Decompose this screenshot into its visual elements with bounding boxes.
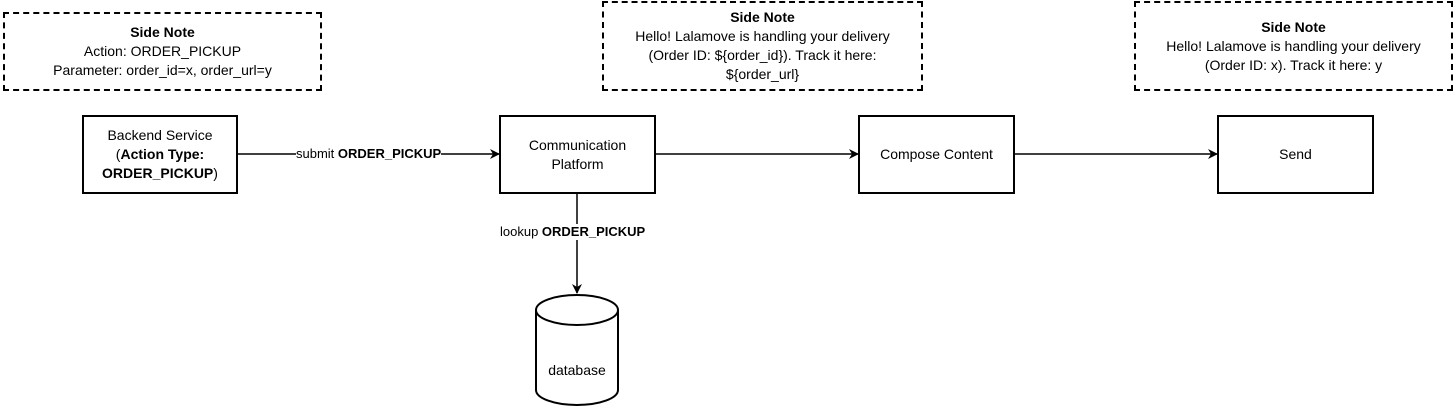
communication-platform-line-1: Communication [528, 136, 627, 153]
side-note-2-line-1: Hello! Lalamove is handling your deliver… [635, 28, 890, 44]
communication-platform-node: Communication Platform [499, 115, 656, 194]
side-note-3-line-2: (Order ID: x). Track it here: y [1204, 56, 1383, 73]
backend-service-node: Backend Service (Action Type: ORDER_PICK… [82, 115, 238, 194]
side-note-2: Side Note Hello! Lalamove is handling yo… [602, 1, 923, 91]
communication-platform-line-2: Platform [551, 155, 604, 172]
side-note-2-title: Side Note [730, 9, 795, 25]
edge-label-submit: submit ORDER_PICKUP [296, 146, 442, 162]
side-note-3-line-1: Hello! Lalamove is handling your deliver… [1166, 37, 1421, 54]
side-note-1-line-2: Parameter: order_id=x, order_url=y [53, 62, 272, 78]
backend-service-line-1: Backend Service [107, 127, 213, 143]
side-note-1-title: Side Note [130, 24, 195, 40]
side-note-1: Side Note Action: ORDER_PICKUP Parameter… [3, 12, 322, 91]
backend-service-line-3: ORDER_PICKUP) [102, 165, 218, 181]
send-label: Send [1279, 146, 1312, 162]
database-cylinder [535, 294, 619, 406]
compose-content-node: Compose Content [858, 115, 1015, 194]
side-note-2-line-2: (Order ID: ${order_id}). Track it here: [648, 47, 877, 63]
side-note-1-line-1: Action: ORDER_PICKUP [83, 43, 242, 59]
database-label: database [548, 362, 606, 378]
side-note-2-line-3: ${order_url} [725, 66, 800, 82]
backend-service-line-2: (Action Type: [115, 146, 205, 162]
compose-content-label: Compose Content [880, 146, 993, 162]
send-node: Send [1217, 115, 1374, 194]
side-note-3: Side Note Hello! Lalamove is handling yo… [1134, 1, 1453, 91]
edge-label-lookup: lookup ORDER_PICKUP [500, 224, 646, 240]
side-note-3-title: Side Note [1261, 18, 1326, 35]
